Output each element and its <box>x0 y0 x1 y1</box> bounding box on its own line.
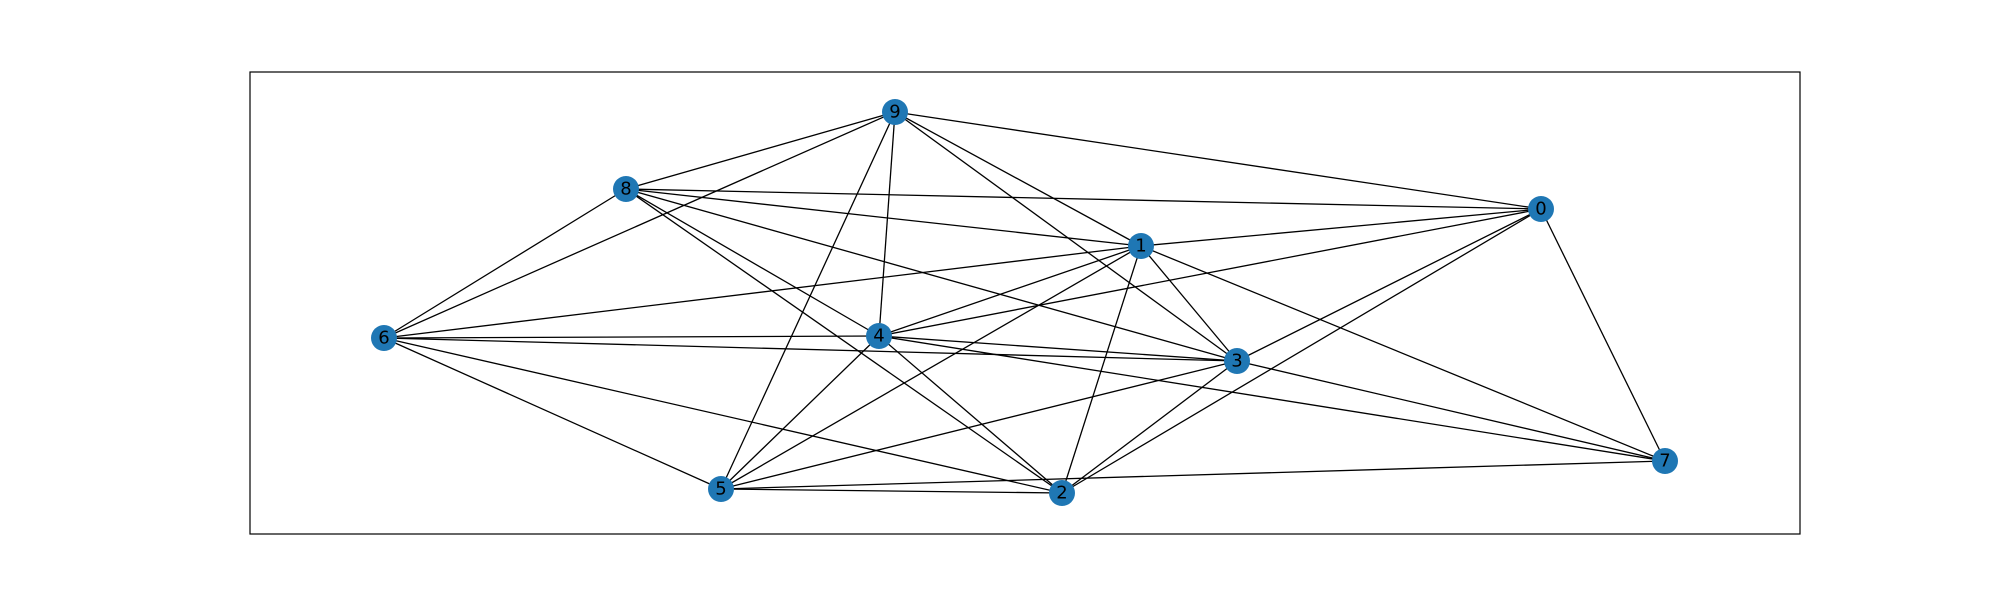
edges-layer <box>383 111 1666 494</box>
edge-8-6 <box>383 188 627 339</box>
node-4-marker <box>866 323 892 349</box>
edge-1-6 <box>383 245 1142 339</box>
nodes-layer: 0 1 2 3 4 5 6 7 8 9 <box>371 99 1678 506</box>
edge-6-4 <box>383 335 880 339</box>
edge-8-0 <box>625 188 1542 210</box>
node-6: 6 <box>371 325 397 351</box>
edge-5-7 <box>720 460 1666 490</box>
edge-0-1 <box>1140 208 1542 247</box>
edge-6-5 <box>383 337 722 490</box>
edge-9-3 <box>894 111 1238 362</box>
edge-3-5 <box>720 360 1238 490</box>
node-3: 3 <box>1224 348 1250 374</box>
edge-9-0 <box>894 111 1542 210</box>
edge-1-3 <box>1140 245 1238 362</box>
edge-0-4 <box>878 208 1542 337</box>
node-6-marker <box>371 325 397 351</box>
node-5: 5 <box>708 476 734 502</box>
edge-0-3 <box>1236 208 1542 362</box>
node-0-marker <box>1528 196 1554 222</box>
node-1: 1 <box>1128 233 1154 259</box>
edge-1-4 <box>878 245 1142 337</box>
node-2-marker <box>1049 480 1075 506</box>
node-1-label: 1 <box>1135 236 1146 257</box>
node-2-label: 2 <box>1056 483 1067 504</box>
edge-9-6 <box>383 111 896 339</box>
edge-8-3 <box>625 188 1238 362</box>
node-9-marker <box>882 99 908 125</box>
edge-3-7 <box>1236 360 1666 462</box>
node-5-label: 5 <box>715 479 726 500</box>
edge-8-4 <box>625 188 880 337</box>
edge-8-1 <box>625 188 1142 247</box>
node-3-marker <box>1224 348 1250 374</box>
edge-5-2 <box>720 488 1063 494</box>
node-6-label: 6 <box>378 328 389 349</box>
node-9-label: 9 <box>889 102 900 123</box>
node-5-marker <box>708 476 734 502</box>
edge-1-2 <box>1061 245 1142 494</box>
node-8-marker <box>613 176 639 202</box>
edge-8-2 <box>625 188 1063 494</box>
edge-1-5 <box>720 245 1142 490</box>
edge-9-8 <box>625 111 896 190</box>
edge-9-5 <box>720 111 896 490</box>
edge-9-1 <box>894 111 1142 247</box>
plot-frame <box>249 71 1801 535</box>
edge-1-7 <box>1140 245 1666 462</box>
node-9: 9 <box>882 99 908 125</box>
edge-4-3 <box>878 335 1238 362</box>
edge-6-2 <box>383 337 1063 494</box>
node-7-marker <box>1652 448 1678 474</box>
node-2: 2 <box>1049 480 1075 506</box>
edge-6-3 <box>383 337 1238 362</box>
edge-9-4 <box>878 111 896 337</box>
edge-4-5 <box>720 335 880 490</box>
node-1-marker <box>1128 233 1154 259</box>
node-8: 8 <box>613 176 639 202</box>
node-0: 0 <box>1528 196 1554 222</box>
node-4-label: 4 <box>873 326 884 347</box>
node-7-label: 7 <box>1659 451 1670 472</box>
node-3-label: 3 <box>1231 351 1242 372</box>
node-0-label: 0 <box>1535 199 1546 220</box>
node-4: 4 <box>866 323 892 349</box>
edge-3-2 <box>1061 360 1238 494</box>
edge-0-7 <box>1540 208 1666 462</box>
edge-4-7 <box>878 335 1666 462</box>
edge-4-2 <box>878 335 1063 494</box>
edge-0-2 <box>1061 208 1542 494</box>
node-7: 7 <box>1652 448 1678 474</box>
node-8-label: 8 <box>620 179 631 200</box>
